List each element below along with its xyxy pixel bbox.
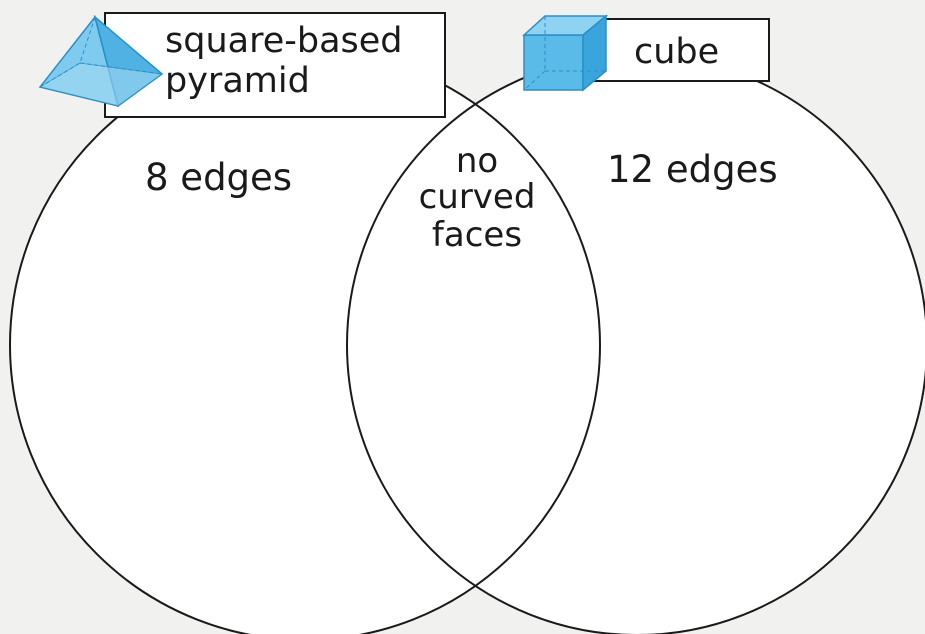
right-set-label: cube <box>634 32 719 72</box>
left-set-label-line1: square-based <box>165 21 403 61</box>
right-set-label-box: cube <box>584 18 770 82</box>
intersection-line1: no <box>456 141 498 181</box>
intersection-line3: faces <box>432 215 522 255</box>
left-set-label-box: square-based pyramid <box>104 12 446 118</box>
square-based-pyramid-icon <box>38 14 164 108</box>
cube-icon <box>522 14 609 92</box>
right-circle-fill <box>347 55 925 634</box>
right-region-text: 12 edges <box>607 148 778 191</box>
left-region-text: 8 edges <box>145 156 292 199</box>
left-set-label-line2: pyramid <box>165 61 310 101</box>
intersection-line2: curved <box>419 177 536 217</box>
